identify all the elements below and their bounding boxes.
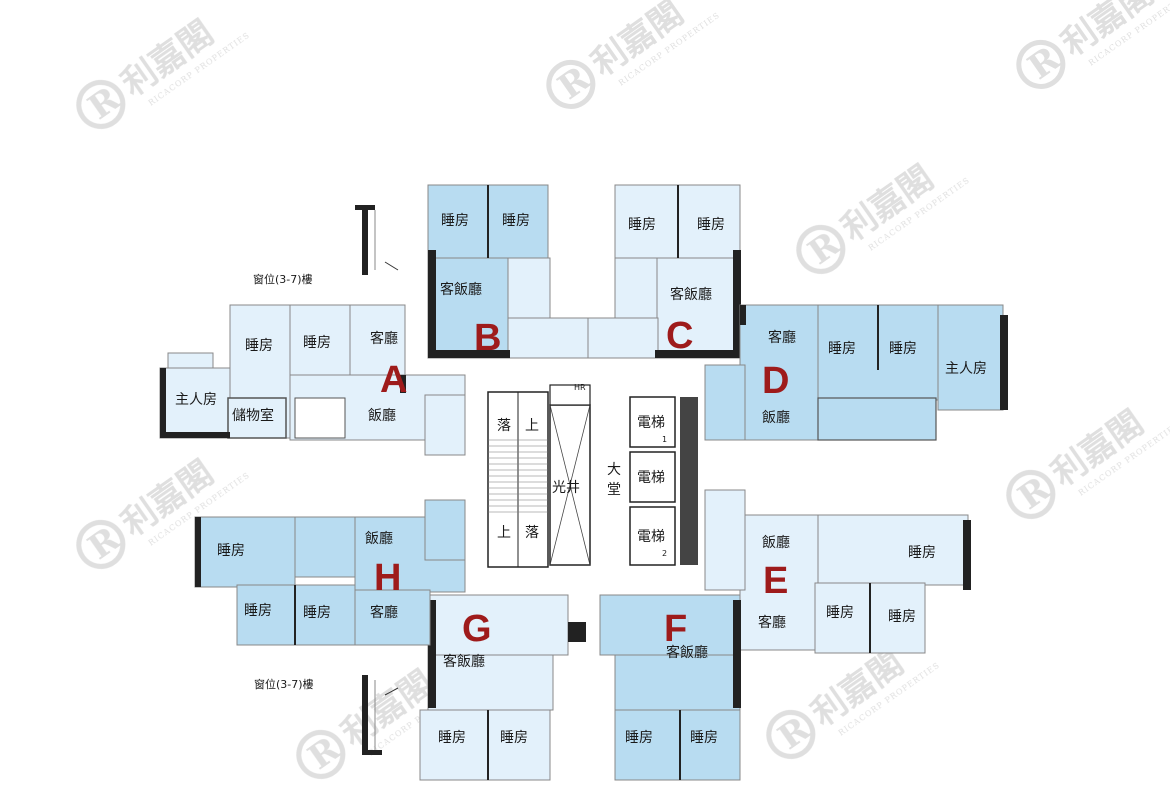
window-note-bottom: 窗位(3-7)樓 (254, 675, 399, 755)
unit-letter-a: A (380, 359, 407, 401)
watermark-logo: R 利嘉閣 RICACORP PROPERTIES (1006, 403, 1170, 519)
lift-machinery (680, 397, 698, 565)
room-living-dining: 客飯廳 (443, 653, 485, 670)
unit-e: 飯廳 睡房 睡房 睡房 客廳 E (704, 489, 971, 654)
stairs-down-label: 落 (525, 525, 539, 541)
room-bedroom: 睡房 (245, 338, 273, 354)
room-bedroom: 睡房 (628, 217, 656, 233)
room-bedroom: 睡房 (441, 213, 469, 229)
stairs-up-label: 上 (497, 525, 511, 541)
watermark-logo: R 利嘉閣 RICACORP PROPERTIES (1016, 0, 1170, 89)
room-living-dining: 客飯廳 (666, 644, 708, 661)
unit-letter-b: B (474, 317, 501, 359)
unit-letter-g: G (462, 608, 492, 650)
room-living: 客廳 (758, 614, 786, 631)
room-bedroom: 睡房 (502, 213, 530, 229)
unit-g: 客飯廳 睡房 睡房 G (419, 594, 586, 781)
room-bedroom: 睡房 (303, 335, 331, 351)
unit-letter-c: C (666, 315, 693, 357)
lift-1: 電梯 1 (629, 396, 676, 448)
unit-a: 睡房 睡房 客廳 主人房 儲物室 飯廳 A (159, 304, 466, 456)
room-bedroom: 睡房 (888, 609, 916, 625)
lift-label: 電梯 (637, 415, 665, 431)
room-bedroom: 睡房 (244, 603, 272, 619)
unit-letter-f: F (664, 608, 687, 650)
room-bedroom: 睡房 (826, 605, 854, 621)
hr-box (549, 384, 591, 406)
window-note-top: 窗位(3-7)樓 (253, 205, 399, 286)
room-dining: 飯廳 (368, 407, 396, 424)
stairs-up-label: 上 (525, 418, 539, 434)
room-living-dining: 客飯廳 (670, 286, 712, 303)
lobby-label-1: 大 (607, 462, 621, 478)
unit-b: 睡房 睡房 客飯廳 B (427, 184, 589, 359)
stairs-down-label: 落 (497, 418, 511, 434)
lift-label: 電梯 (637, 529, 665, 545)
lobby-label-2: 堂 (607, 482, 621, 498)
room-living: 客廳 (768, 329, 796, 346)
lift-2: 電梯 2 (629, 506, 676, 566)
unit-f: 客飯廳 睡房 睡房 F (599, 594, 741, 781)
room-bedroom: 睡房 (908, 545, 936, 561)
window-note-label: 窗位(3-7)樓 (254, 677, 314, 691)
watermark-logo: R 利嘉閣 RICACORP PROPERTIES (76, 13, 252, 129)
room-bedroom: 睡房 (690, 730, 718, 746)
room-bedroom: 睡房 (438, 730, 466, 746)
hr-label: HR (574, 383, 586, 392)
room-dining: 飯廳 (762, 534, 790, 551)
lift-number: 1 (662, 435, 667, 444)
unit-letter-d: D (762, 360, 789, 402)
watermark-logo: R 利嘉閣 RICACORP PROPERTIES (796, 158, 972, 274)
stair-treads (488, 439, 548, 513)
room-bedroom: 睡房 (889, 341, 917, 357)
unit-c: 睡房 睡房 客飯廳 C (587, 184, 741, 359)
room-storeroom: 儲物室 (232, 407, 274, 424)
lightwell-label: 光井 (552, 480, 580, 496)
room-living: 客廳 (370, 330, 398, 347)
unit-letter-e: E (763, 560, 788, 602)
unit-h: 睡房 飯廳 睡房 睡房 客廳 H (194, 499, 466, 646)
room-dining: 飯廳 (365, 530, 393, 547)
room-bedroom: 睡房 (697, 217, 725, 233)
lift-middle: 電梯 (629, 451, 676, 503)
room-master-bedroom: 主人房 (945, 361, 987, 377)
room-bedroom: 睡房 (625, 730, 653, 746)
watermark-logo: R 利嘉閣 RICACORP PROPERTIES (546, 0, 722, 109)
room-bedroom: 睡房 (217, 543, 245, 559)
lift-label: 電梯 (637, 470, 665, 486)
lift-number: 2 (662, 549, 667, 558)
unit-letter-h: H (374, 557, 401, 599)
room-master-bedroom: 主人房 (175, 392, 217, 408)
room-living: 客廳 (370, 604, 398, 621)
window-note-label: 窗位(3-7)樓 (253, 272, 313, 286)
room-dining: 飯廳 (762, 409, 790, 426)
room-bedroom: 睡房 (500, 730, 528, 746)
central-core: 落 上 上 落 HR 光井 大 堂 電梯 1 電梯 電梯 2 (465, 365, 705, 595)
room-living-dining: 客飯廳 (440, 281, 482, 298)
room-bedroom: 睡房 (828, 341, 856, 357)
unit-d: 客廳 睡房 睡房 主人房 飯廳 D (704, 304, 1008, 441)
room-bedroom: 睡房 (303, 605, 331, 621)
